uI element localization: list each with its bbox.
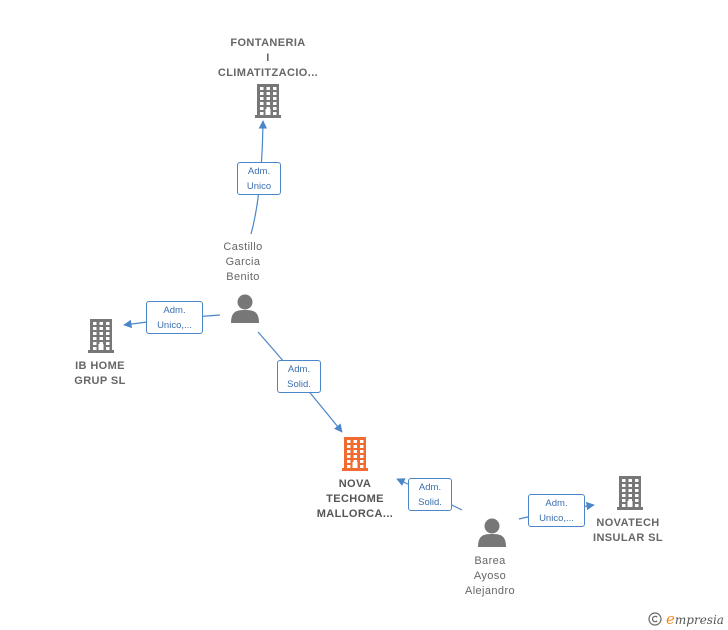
edge-label-line: Adm. xyxy=(163,305,186,316)
empresia-watermark: empresia xyxy=(648,609,724,629)
node-label-fontaneria[interactable]: FONTANERIA I CLIMATITZACIO... xyxy=(198,36,338,81)
castillo-person-icon xyxy=(231,294,259,323)
node-label-line: NOVATECH xyxy=(596,517,660,529)
node-label-line: Benito xyxy=(226,271,260,283)
node-label-line: Barea xyxy=(474,555,506,567)
edge-label-line: Adm. xyxy=(247,166,271,177)
node-label-ib_home[interactable]: IB HOME GRUP SL xyxy=(30,359,170,389)
edge-label-barea-to-nova_techome[interactable]: Adm. Solid. xyxy=(408,478,452,511)
node-label-line: IB HOME xyxy=(75,360,125,372)
node-label-line: GRUP SL xyxy=(74,375,126,387)
copyright-icon xyxy=(648,612,662,626)
edge-label-barea-to-novatech[interactable]: Adm. Unico,... xyxy=(528,494,585,527)
edge-label-castillo-to-nova_techome[interactable]: Adm. Solid. xyxy=(277,360,321,393)
node-label-line: Castillo xyxy=(223,241,263,253)
node-label-line: Ayoso xyxy=(473,570,507,582)
ib_home-building-icon xyxy=(88,319,114,353)
nova_techome-building-icon xyxy=(342,437,368,471)
node-label-line: INSULAR SL xyxy=(593,532,663,544)
barea-person-icon xyxy=(478,518,506,547)
edge-label-line: Solid. xyxy=(287,379,311,390)
edge-label-line: Unico xyxy=(246,181,272,192)
edge-label-castillo-to-ib_home[interactable]: Adm. Unico,... xyxy=(146,301,203,334)
node-label-line: Alejandro xyxy=(464,585,516,597)
edge-label-line: Unico,... xyxy=(539,513,574,524)
node-label-line: CLIMATITZACIO... xyxy=(217,67,319,79)
edge-label-castillo-to-fontaneria[interactable]: Adm. Unico xyxy=(237,162,281,195)
node-label-line: TECHOME xyxy=(326,493,384,505)
edge-label-line: Solid. xyxy=(418,497,442,508)
edge-label-line: Adm. xyxy=(418,482,442,493)
node-label-nova_techome[interactable]: NOVA TECHOME MALLORCA... xyxy=(285,477,425,522)
edge-label-line: Adm. xyxy=(287,364,311,375)
node-label-line: FONTANERIA xyxy=(230,37,306,49)
node-label-line: I xyxy=(266,52,270,64)
node-label-line: Garcia xyxy=(225,256,261,268)
empresia-logo: empresia xyxy=(666,610,724,628)
fontaneria-building-icon xyxy=(255,84,281,118)
edge-label-line: Adm. xyxy=(545,498,568,509)
edge-label-line: Unico,... xyxy=(157,320,192,331)
node-label-novatech[interactable]: NOVATECH INSULAR SL xyxy=(558,516,698,546)
novatech-building-icon xyxy=(617,476,643,510)
node-label-line: NOVA xyxy=(338,478,372,490)
node-label-line: MALLORCA... xyxy=(316,508,394,520)
